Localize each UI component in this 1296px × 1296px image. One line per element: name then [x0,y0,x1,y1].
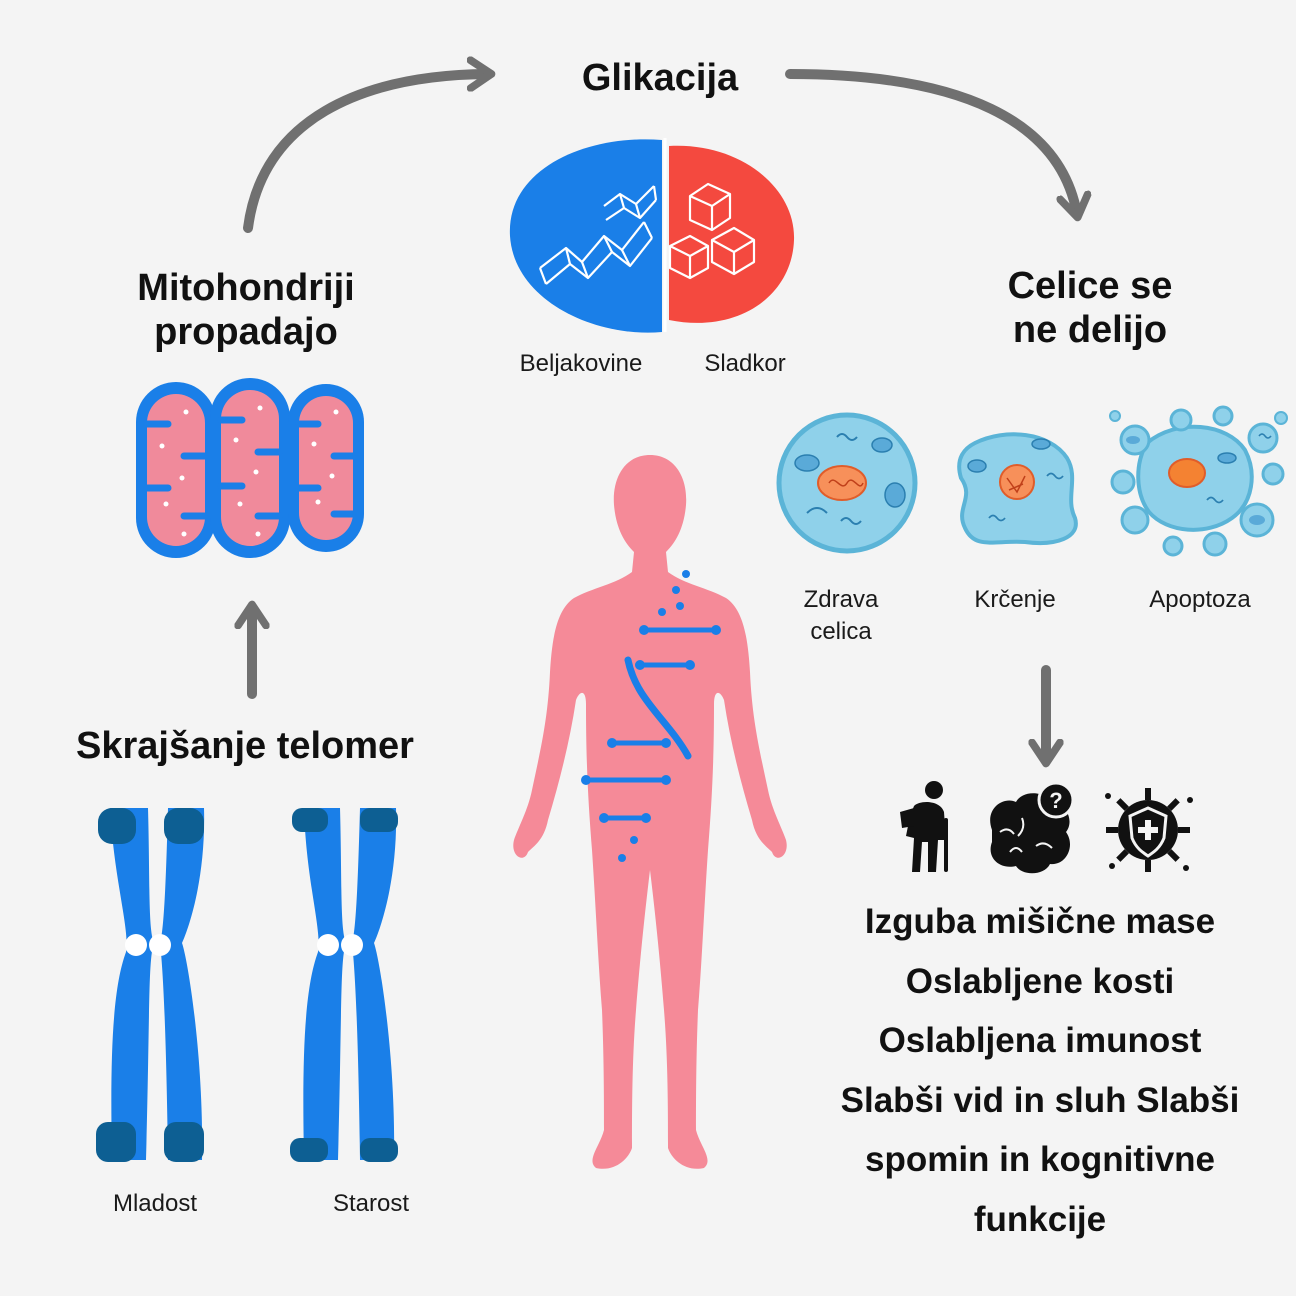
apoptosis-cell-icon [1109,405,1288,557]
arrow-to-glycation [243,74,488,233]
glycation-illustration [509,138,795,333]
effect-item: funkcije [973,1199,1107,1239]
heading-cells: Celice se ne delijo [950,264,1230,352]
label-healthy-line1: Zdrava [803,586,879,613]
effect-item: Oslabljena imunost [878,1021,1202,1060]
heading-mitochondria-line1: Mitohondriji [137,267,355,309]
chromosome-old-icon [290,808,398,1162]
human-body-illustration [513,455,787,1169]
immune-shield-icon [1105,788,1193,872]
sugar-half [669,145,795,323]
heading-mitochondria: Mitohondriji propadajo [76,266,416,354]
shrinking-cell-icon [957,432,1078,545]
mitochondrion-icon [210,378,290,558]
svg-text:?: ? [1049,788,1062,813]
mitochondrion-icon [136,382,216,558]
label-apoptosis: Apoptoza [1149,586,1251,613]
label-sugar: Sladkor [704,350,786,377]
brain-question-icon: ? [990,781,1075,874]
label-proteins: Beljakovine [519,350,643,377]
effects-list: Izguba mišične mase Oslabljene kosti Osl… [790,892,1290,1249]
heading-cells-line2: ne delijo [1012,309,1168,351]
arrow-to-cells [785,69,1077,214]
heading-telomeres: Skrajšanje telomer [76,725,414,767]
label-shrinking: Krčenje [974,586,1056,613]
dna-helix-icon [538,185,658,285]
label-old: Starost [332,1190,410,1217]
label-healthy-cell: Zdrava celica [770,584,912,648]
sugar-cubes-icon [668,182,756,280]
dna-spine-icon [581,570,721,862]
protein-half [509,139,662,333]
effect-item: spomin in kognitivne [864,1140,1216,1179]
human-silhouette [513,455,787,1169]
label-healthy-line2: celica [810,618,872,645]
elderly-person-icon [900,781,948,872]
effect-item: Slabši vid in sluh Slabši [840,1080,1240,1120]
chromosome-young-icon [96,808,205,1162]
effect-item: Izguba mišične mase [864,902,1216,941]
mitochondria-illustration [136,378,364,558]
title-glycation: Glikacija [581,57,739,99]
heading-cells-line1: Celice se [1007,265,1173,307]
label-young: Mladost [112,1190,198,1217]
heading-mitochondria-line2: propadajo [154,311,338,353]
mitochondrion-icon [288,384,364,552]
effect-item: Oslabljene kosti [905,961,1175,1001]
healthy-cell-icon [776,412,918,554]
